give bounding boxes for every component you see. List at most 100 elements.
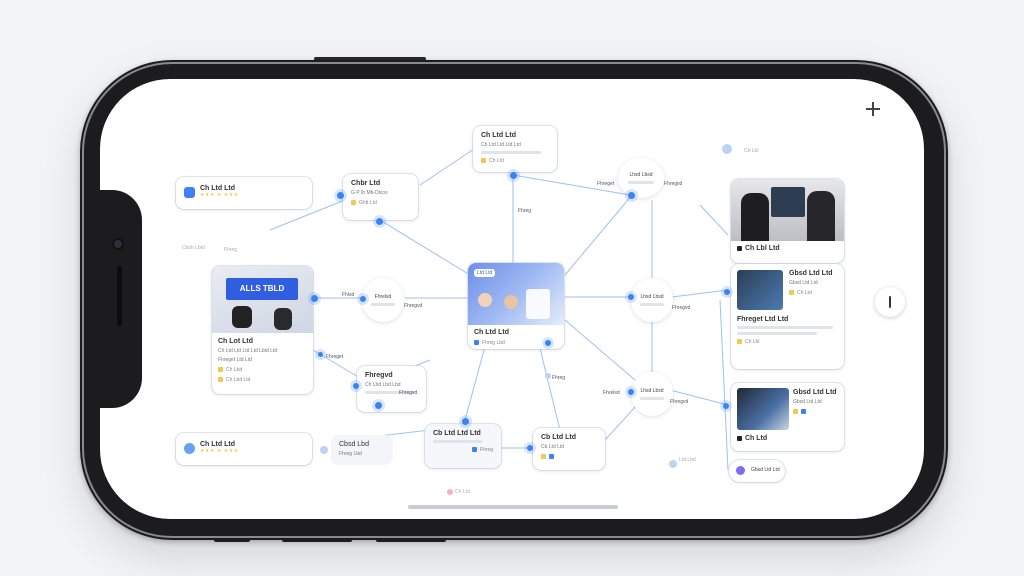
hands-shape (232, 306, 252, 328)
note-icon (351, 200, 356, 206)
card-title: Ch Ltd Ltd (200, 441, 235, 448)
card-title: Gbsd Ltd Ltd (789, 270, 833, 277)
node-dot[interactable] (376, 218, 383, 225)
bubble-node-right-mid[interactable]: Lhsd Lbsd (631, 278, 673, 322)
card-meta: Ch Ltd (789, 290, 833, 296)
note-icon (737, 339, 742, 345)
home-indicator[interactable] (408, 505, 618, 509)
bubble-node-right-low[interactable]: Lhsd Lbsd (631, 372, 673, 416)
text-placeholder-bar (365, 391, 415, 394)
link-icon (474, 340, 479, 346)
card-node-b[interactable]: Fhregvd Ch Lbd Lbd Lbd (357, 366, 426, 412)
top-left-rating-card[interactable]: Ch Ltd Ltd ★★★ ★ ★★★ (176, 177, 312, 209)
node-dot[interactable] (723, 403, 729, 409)
card-line: Fhreget Ltd Ltd (218, 357, 252, 363)
bubble-node-left[interactable]: Fhrelsd (362, 278, 404, 322)
node-dot[interactable] (724, 289, 730, 295)
volume-button-top (314, 57, 426, 61)
camera-icon (112, 238, 124, 250)
node-dot[interactable] (318, 352, 323, 357)
bottom-left-rating-card[interactable]: Ch Ltd Ltd ★★★ ★ ★★★ (176, 433, 312, 465)
card-title: Ch Lot Ltd (218, 338, 253, 345)
card-b-side-label: Fhregvd (399, 390, 418, 396)
banner-screen: ALLS TBLD (226, 278, 298, 300)
text-placeholder-bar (737, 332, 817, 335)
card-meta-2: Ch Lbd Ltd (218, 377, 307, 383)
bubble-label: Lhsd Lbsd (640, 294, 664, 300)
bubble-label: Lhsd Lbsd (629, 172, 653, 178)
text-placeholder-bar (433, 440, 483, 443)
card-node-top-center[interactable]: Ch Ltd Ltd Cb Ltd Ltd Ltd Ltd Ch Ltd (473, 126, 557, 172)
card-title: Cb Ltd Ltd (541, 434, 576, 441)
card-title: Fhregvd (365, 372, 393, 379)
doc-icon (737, 435, 742, 441)
card-meta: Fhreg Lbd (474, 340, 558, 346)
right-tablet-card[interactable]: Gbsd Ltd Ltd Gbsd Ltd Ltd Ch Ltd Fhreget… (731, 264, 844, 369)
bubble-bar (640, 303, 664, 306)
note-icon (541, 454, 546, 460)
add-node-icon[interactable] (866, 102, 880, 116)
card-node-a[interactable]: Chbr Ltd G P Ib Mb-Dicos Ghtt Ltd (343, 174, 418, 220)
card-subtitle: G P Ib Mb-Dicos (351, 190, 388, 196)
card-meta: Ch Ltd (481, 158, 549, 164)
right-office-card[interactable]: Gbsd Ltd Ltd Gbsd Ltd Ltd Ch Ltd (731, 383, 844, 451)
node-dot[interactable] (628, 389, 634, 395)
right-people-card[interactable]: Ch Lbl Ltd (731, 179, 844, 263)
node-dot[interactable] (375, 402, 382, 409)
image-icon (471, 447, 477, 453)
side-button-c (376, 538, 446, 542)
node-dot[interactable] (462, 418, 469, 425)
left-faint-label: Cbsh Lbtd (182, 245, 205, 251)
node-dot[interactable] (545, 340, 551, 346)
pin-icon (218, 367, 223, 373)
bottom-pill[interactable]: Gbsd Ltd Ltd (729, 460, 785, 482)
person-shape (741, 193, 769, 241)
card-heading: Ch Ltd (737, 435, 767, 442)
center-node-card[interactable]: Ltd Ltd Ch Ltd Ltd Fhreg Lbd (468, 263, 564, 349)
card-meta-2: Ch Lbl (737, 339, 833, 345)
left-faint-label-2: Fhreg (224, 247, 238, 253)
person-shape (807, 191, 835, 241)
banner-image-card[interactable]: ALLS TBLD Ch Lot Ltd Ch Ltd Ltd Ltd Ltd … (212, 266, 313, 394)
note-icon (218, 377, 223, 383)
bubble-side-label: Fhregvd (672, 305, 691, 311)
card-title: Ch Ltd Ltd (481, 132, 516, 139)
node-dot[interactable] (337, 192, 344, 199)
side-action-button[interactable] (875, 287, 905, 317)
node-dot[interactable] (628, 294, 634, 300)
card-node-d[interactable]: Cb Ltd Ltd Cb Ltd Ltd (533, 428, 605, 470)
bubble-left-side-label: Fhlsd (342, 292, 355, 298)
card-meta (541, 454, 597, 460)
tablet-shape (526, 289, 550, 319)
node-dot[interactable] (527, 445, 533, 451)
top-right-faint-label: Cb Lbl (744, 148, 759, 154)
person-shape (504, 295, 518, 309)
bubble-node-top-right[interactable]: Lhsd Lbsd (618, 158, 664, 198)
workspace-image: ALLS TBLD (212, 266, 313, 333)
side-button-b (282, 538, 352, 542)
node-dot[interactable] (510, 172, 517, 179)
shield-icon (736, 466, 745, 475)
node-dot[interactable] (311, 295, 318, 302)
card-node-c[interactable]: Cb Ltd Ltd Ltd Fhreg (425, 424, 501, 468)
bottom-small-card[interactable]: Cbsd Lbd Fhreg Lbd (331, 435, 393, 465)
star-icon (789, 290, 794, 296)
card-title: Chbr Ltd (351, 180, 381, 187)
rating-stars: ★★★ ★ ★★★ (200, 448, 239, 454)
node-dot[interactable] (360, 296, 366, 302)
bubble-label: Lhsd Lbsd (640, 388, 664, 394)
card-title: Ch Ltd Ltd (474, 329, 509, 336)
card-title: Cb Ltd Ltd Ltd (433, 430, 481, 437)
card-subtitle: Cb Ltd Ltd Ltd Ltd (481, 142, 521, 148)
star-icon (793, 409, 798, 415)
center-badge: Ltd Ltd (474, 269, 496, 277)
card-title: Ch Ltd Ltd (200, 185, 235, 192)
bubble-side-label: Fhregvd (664, 181, 683, 187)
card-subtitle: Cb Ltd Ltd (541, 444, 565, 450)
node-dot[interactable] (628, 192, 635, 199)
card-title: Cbsd Lbd (339, 441, 369, 448)
mid-label-c: Fhrelsd (603, 390, 620, 396)
text-placeholder-bar (481, 151, 541, 154)
node-dot[interactable] (353, 383, 359, 389)
card-subtitle: Gbsd Ltd Ltd (793, 399, 822, 405)
